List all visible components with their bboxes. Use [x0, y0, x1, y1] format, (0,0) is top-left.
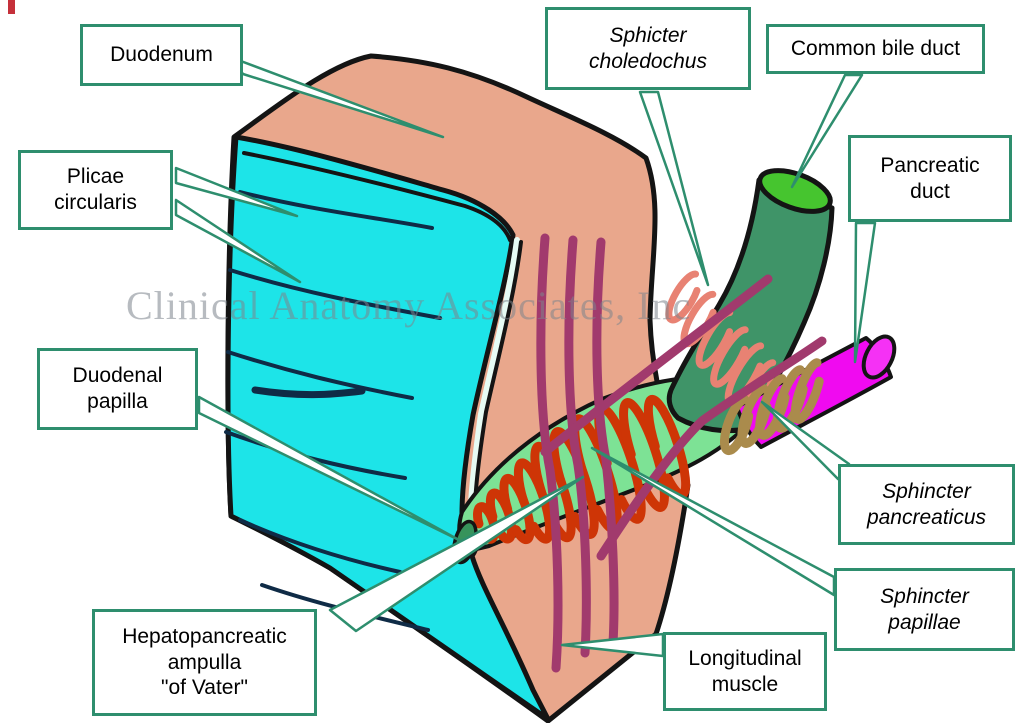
- fold-highlight: [468, 237, 520, 508]
- label-duodenal-papilla: Duodenal papilla: [37, 348, 198, 430]
- leader-line-pancreatic-duct: [853, 221, 877, 364]
- label-duodenum: Duodenum: [80, 24, 243, 86]
- label-plicae-circularis: Plicae circularis: [18, 150, 173, 230]
- mucosa-fold-line: [473, 240, 523, 507]
- label-sphincter-pancreaticus: Sphincter pancreaticus: [838, 464, 1015, 545]
- mucosa-rim-line: [242, 151, 512, 242]
- plica-curve: [228, 268, 442, 320]
- leader-line-bile-duct: [790, 73, 864, 189]
- longitudinal-muscle-fiber: [592, 237, 619, 648]
- leader-line-plicae-lower: [174, 198, 302, 284]
- corner-artifact-mark: [8, 0, 15, 14]
- leader-lines: [174, 55, 877, 658]
- pancreaticus-ring: [790, 358, 826, 424]
- pancreatic-duct-opening: [861, 334, 897, 380]
- ampulla-sphincter-ring: [619, 398, 669, 512]
- label-sphincter-choledochus: Sphicter choledochus: [545, 7, 751, 90]
- plica-curve: [224, 430, 407, 480]
- label-pancreatic-duct: Pancreatic duct: [848, 135, 1012, 222]
- label-sphincter-papillae: Sphincter papillae: [834, 568, 1015, 651]
- choledochus-ring: [665, 270, 703, 324]
- plica-curve: [238, 190, 434, 230]
- label-hepatopancreatic-ampulla: Hepatopancreatic ampulla "of Vater": [92, 609, 317, 716]
- sphincter-pancreaticus-rings: [719, 358, 826, 456]
- choledochus-ring: [710, 326, 752, 388]
- longitudinal-muscle-fiber: [564, 235, 591, 658]
- common-bile-duct-shape: [666, 177, 835, 434]
- leader-line-choledochus: [638, 90, 710, 287]
- duodenum-mucosa-face: [225, 134, 551, 722]
- label-common-bile-duct: Common bile duct: [766, 24, 985, 74]
- plica-curve: [238, 518, 402, 574]
- label-longitudinal-muscle: Longitudinal muscle: [663, 632, 827, 711]
- leader-line-plicae-upper: [174, 166, 299, 218]
- leader-line-ampulla: [328, 475, 585, 633]
- plica-curve: [251, 386, 366, 399]
- longitudinal-muscle-fiber: [540, 274, 773, 457]
- plica-curve: [226, 350, 414, 400]
- longitudinal-muscle-fiber: [536, 233, 563, 673]
- longitudinal-muscle-fiber: [596, 336, 827, 561]
- leader-line-papilla: [197, 395, 461, 542]
